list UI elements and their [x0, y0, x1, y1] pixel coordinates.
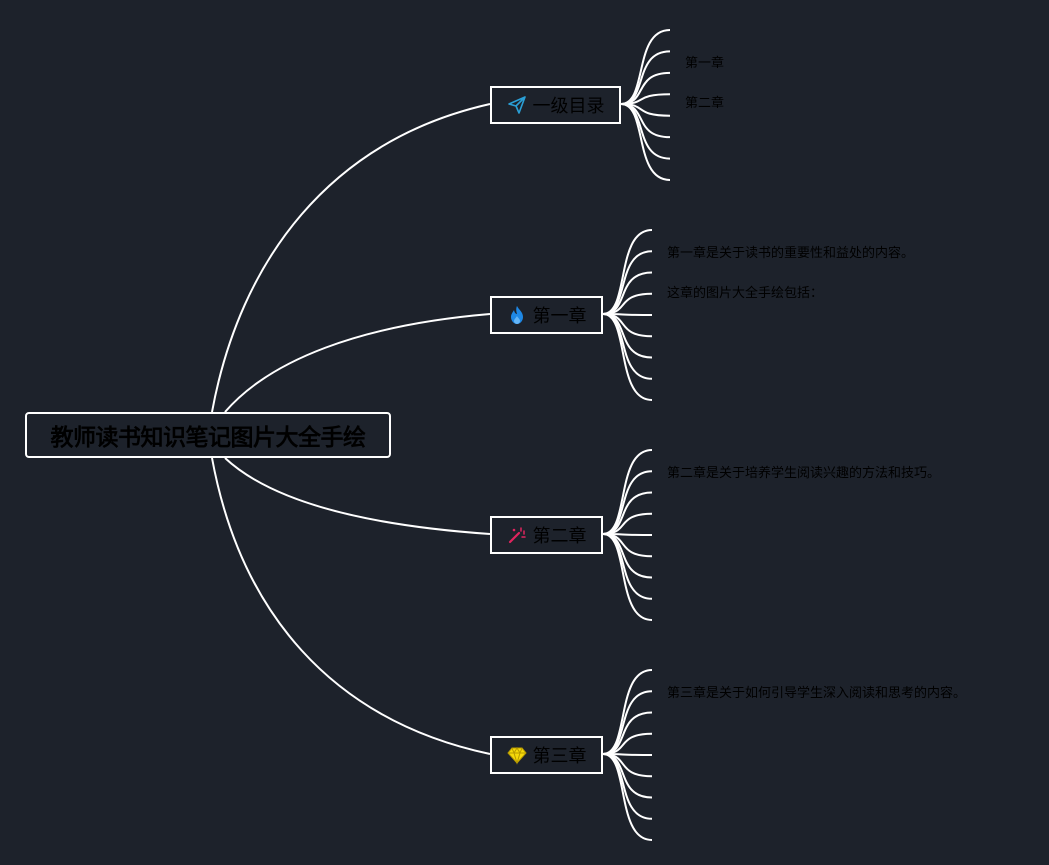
- leaf-topic[interactable]: 第三章是关于如何引导学生深入阅读和思考的内容。: [667, 686, 967, 701]
- connector-line: [602, 250, 653, 315]
- branch-topic-chapter-2[interactable]: 第二章: [490, 516, 603, 554]
- connector-line: [602, 753, 653, 841]
- leaf-topic[interactable]: 第一章是关于读书的重要性和益处的内容。: [667, 246, 915, 261]
- magic-wand-icon: [507, 525, 527, 545]
- connector-line: [602, 690, 653, 755]
- branch-topic-chapter-1[interactable]: 第一章: [490, 296, 603, 334]
- connector-line: [224, 457, 491, 535]
- branch-topic-label: 一级目录: [532, 96, 605, 117]
- connector-line: [620, 50, 671, 105]
- connector-line: [620, 103, 671, 181]
- connector-line: [620, 71, 671, 105]
- connector-line: [602, 533, 653, 621]
- root-topic-label: 教师读书知识笔记图片大全手绘: [50, 425, 367, 451]
- leaf-topic[interactable]: 这章的图片大全手绘包括：: [667, 286, 824, 301]
- diamond-icon: [506, 745, 527, 765]
- connector-line: [620, 103, 671, 139]
- branch-topic-toc[interactable]: 一级目录: [490, 86, 621, 124]
- branch-topic-label: 第三章: [532, 746, 587, 767]
- leaf-topic[interactable]: 第二章: [685, 96, 725, 111]
- connector-line: [602, 313, 653, 401]
- connector-line: [602, 470, 653, 535]
- branch-topic-label: 第二章: [532, 526, 587, 547]
- connector-line: [211, 457, 491, 755]
- branch-topic-chapter-3[interactable]: 第三章: [490, 736, 603, 774]
- leaf-topic[interactable]: 第一章: [685, 56, 725, 71]
- flame-icon: [507, 305, 527, 325]
- root-topic[interactable]: 教师读书知识笔记图片大全手绘: [25, 412, 391, 458]
- connector-line: [224, 313, 491, 413]
- branch-topic-label: 第一章: [532, 306, 587, 327]
- leaf-topic[interactable]: 第二章是关于培养学生阅读兴趣的方法和技巧。: [667, 466, 941, 481]
- connector-line: [211, 103, 491, 413]
- paper-plane-icon: [507, 95, 527, 115]
